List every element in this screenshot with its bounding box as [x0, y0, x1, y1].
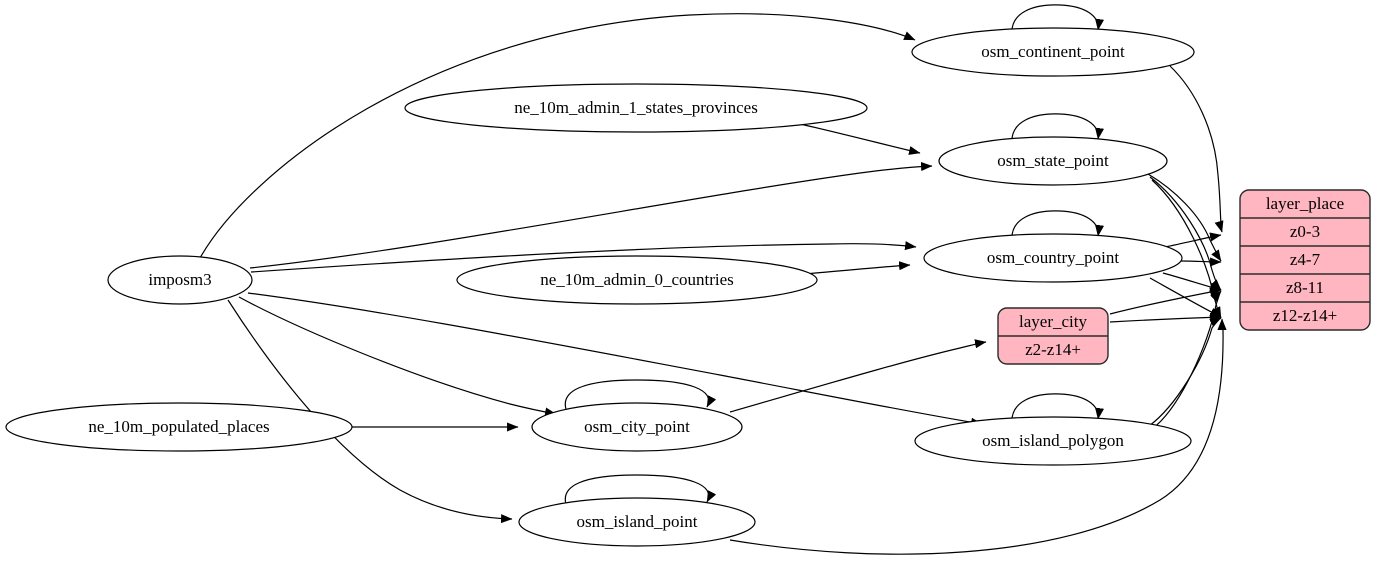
record-layer_place[interactable]: layer_place z0-3 z4-7 z8-11 z12-z14+ [1239, 189, 1371, 331]
node-label-ne_populated: ne_10m_populated_places [88, 417, 269, 436]
edge-osm_island_point-to-layer_place-z12-z14+ [729, 318, 1227, 555]
record-row-layer_place-title: layer_place [1266, 194, 1344, 213]
record-layer_city[interactable]: layer_city z2-z14+ [997, 307, 1109, 365]
node-ne_10m_admin_1_states_provinces[interactable]: ne_10m_admin_1_states_provinces [404, 83, 868, 133]
edge-ne_countries-to-osm_country_point [804, 261, 911, 275]
edge-imposm3-to-osm_island_point [227, 299, 513, 524]
node-label-osm_country_point: osm_country_point [987, 248, 1119, 267]
edge-layer_city-to-layer_place-z12-z14+ [1109, 312, 1222, 323]
node-shape-osm_city_point[interactable] [531, 402, 743, 452]
node-shape-osm_island_point[interactable] [518, 497, 756, 547]
edge-layer_city-to-layer_place-z8-11 [1109, 287, 1222, 315]
node-shape-osm_continent_point[interactable] [911, 27, 1195, 77]
node-label-ne_states: ne_10m_admin_1_states_provinces [514, 98, 758, 117]
node-shape-ne_countries[interactable] [456, 255, 818, 305]
node-label-ne_countries: ne_10m_admin_0_countries [540, 270, 734, 289]
edge-osm_country_point-to-layer_place-z8-11 [1162, 272, 1222, 292]
node-shape-imposm3[interactable] [107, 255, 253, 305]
node-label-osm_state_point: osm_state_point [997, 151, 1109, 170]
edge-osm_continent_point-to-layer_place-z0-3 [1169, 65, 1224, 233]
edge-imposm3-to-osm_country_point [250, 241, 917, 273]
node-layer: imposm3 ne_10m_admin_1_states_provinces … [5, 27, 1195, 547]
node-osm_city_point[interactable]: osm_city_point [531, 402, 743, 452]
node-osm_state_point[interactable]: osm_state_point [938, 136, 1168, 186]
edge-self-osm_state_point [1011, 113, 1105, 145]
node-label-osm_island_polygon: osm_island_polygon [982, 431, 1124, 450]
node-label-osm_city_point: osm_city_point [584, 417, 690, 436]
node-label-osm_continent_point: osm_continent_point [981, 42, 1125, 61]
record-layer: layer_place z0-3 z4-7 z8-11 z12-z14+ lay… [997, 189, 1371, 365]
edge-osm_country_point-to-layer_place-z4-7 [1179, 257, 1222, 267]
node-label-osm_island_point: osm_island_point [577, 512, 698, 531]
edge-self-osm_island_point [564, 474, 717, 508]
node-osm_island_polygon[interactable]: osm_island_polygon [914, 416, 1192, 466]
node-osm_continent_point[interactable]: osm_continent_point [911, 27, 1195, 77]
edge-imposm3-to-osm_island_polygon [247, 292, 983, 427]
node-ne_10m_populated_places[interactable]: ne_10m_populated_places [5, 402, 353, 452]
node-shape-osm_country_point[interactable] [923, 233, 1183, 283]
edge-osm_island_polygon-to-layer_place-z12-z14+ [1148, 317, 1222, 427]
record-row-layer_city-z2-z14plus[interactable]: z2-z14+ [1025, 340, 1081, 359]
edge-imposm3-to-osm_city_point [238, 296, 557, 417]
record-row-layer_place-z12-z14plus[interactable]: z12-z14+ [1273, 306, 1337, 325]
node-ne_10m_admin_0_countries[interactable]: ne_10m_admin_0_countries [456, 255, 818, 305]
edge-osm_country_point-to-layer_place-z0-3 [1164, 232, 1222, 248]
record-row-layer_place-z8-11[interactable]: z8-11 [1286, 278, 1324, 297]
node-shape-osm_state_point[interactable] [938, 136, 1168, 186]
node-osm_island_point[interactable]: osm_island_point [518, 497, 756, 547]
edge-self-osm_continent_point [1011, 4, 1105, 36]
edge-layer [199, 4, 1227, 555]
node-label-imposm3: imposm3 [148, 270, 211, 289]
record-row-layer_place-z0-3[interactable]: z0-3 [1290, 222, 1320, 241]
record-body-layer_place[interactable] [1239, 189, 1371, 331]
edge-self-osm_country_point [1011, 210, 1105, 242]
node-imposm3[interactable]: imposm3 [107, 255, 253, 305]
edge-self-osm_city_point [564, 379, 717, 413]
edge-self-osm_island_polygon [1011, 393, 1105, 425]
edge-imposm3-to-osm_continent_point [199, 13, 916, 259]
node-shape-osm_island_polygon[interactable] [914, 416, 1192, 466]
edge-osm_state_point-to-layer_place-z8-11 [1149, 176, 1222, 291]
node-osm_country_point[interactable]: osm_country_point [923, 233, 1183, 283]
node-shape-ne_states[interactable] [404, 83, 868, 133]
edge-osm_city_point-to-layer_city-z2-z14+ [729, 339, 987, 413]
edge-imposm3-to-osm_state_point [249, 161, 933, 269]
record-row-layer_city-title: layer_city [1019, 312, 1087, 331]
record-row-layer_place-z4-7[interactable]: z4-7 [1290, 250, 1321, 269]
node-shape-ne_populated[interactable] [5, 402, 353, 452]
edge-ne_states-to-osm_state_point [799, 123, 921, 155]
